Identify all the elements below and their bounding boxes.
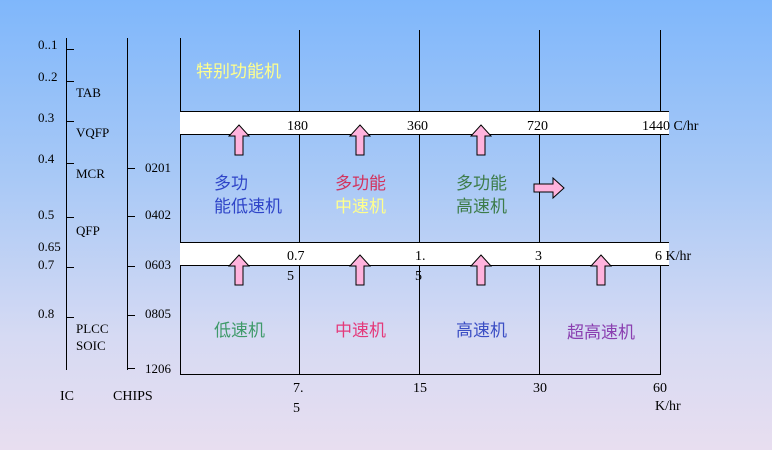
x-tick-label: 60 [653,381,667,396]
chips-tick [127,168,135,169]
chips-axis-title: CHIPS [113,389,153,404]
high-speed-label: 高速机 [456,321,507,341]
grid-line-60 [660,30,661,375]
chip-size-label: 1206 [145,361,171,376]
ic-tick [66,81,74,82]
mid-speed-label: 中速机 [335,321,386,341]
up-arrow-icon [470,124,492,156]
grid-left-line [180,38,181,375]
chips-tick [127,266,135,267]
ic-value: 0..1 [38,37,58,52]
special-function-label: 特别功能机 [196,62,281,82]
lower-band-value: 3 [535,249,542,264]
chip-size-label: 0201 [145,160,171,175]
x-axis-line [180,374,661,375]
upper-band-value: 720 [527,119,548,134]
up-arrow-icon [228,254,250,286]
up-arrow-icon [349,124,371,156]
chips-axis-line [127,38,128,370]
multi-low-speed-line1: 多功 [214,174,248,194]
package-label: QFP [76,223,100,238]
ic-tick [66,49,74,50]
multi-high-speed-line1: 多功能 [456,174,507,194]
lower-band [180,242,669,266]
multi-mid-speed-line1: 多功能 [335,174,386,194]
upper-band-value: 360 [407,119,428,134]
ultra-high-speed-label: 超高速机 [567,323,635,343]
lower-band-value: 5 [287,269,294,284]
ic-axis-title: IC [60,389,74,404]
x-axis-unit: K/hr [655,399,681,414]
ic-value: 0..2 [38,69,58,84]
lower-band-value: 5 [415,269,422,284]
up-arrow-icon [349,254,371,286]
ic-value: 0.7 [38,257,55,272]
ic-value: 0.8 [38,306,55,321]
low-speed-label: 低速机 [214,321,265,341]
package-label: VQFP [76,125,110,140]
multi-high-speed-line2: 高速机 [456,197,507,217]
upper-band [180,111,669,135]
ic-value: 0.4 [38,151,55,166]
package-label: MCR [76,166,105,181]
x-tick-label: 7. [293,381,304,396]
chips-tick [127,368,135,369]
grid-line-30 [539,30,540,375]
x-tick-label: 5 [293,401,300,416]
x-tick-label: 15 [413,381,427,396]
chips-tick [127,315,135,316]
ic-value: 0.65 [38,239,61,254]
chip-size-label: 0402 [145,207,171,222]
multi-low-speed-line2: 能低速机 [214,197,282,217]
lower-band-value: 1. [415,249,426,264]
ic-tick [66,121,74,122]
grid-line-15 [419,30,420,375]
ic-tick [66,267,74,268]
up-arrow-icon [470,254,492,286]
right-arrow-icon [533,177,565,199]
chip-size-label: 0805 [145,306,171,321]
ic-axis-line [66,38,67,370]
chip-size-label: 0603 [145,257,171,272]
grid-line-7-5 [299,30,300,375]
chips-tick [127,216,135,217]
x-tick-label: 30 [533,381,547,396]
package-label: PLCC [76,321,109,336]
upper-band-value: 180 [287,119,308,134]
lower-band-value: 6 K/hr [655,249,692,264]
package-label: TAB [76,85,101,100]
up-arrow-icon [590,254,612,286]
ic-value: 0.5 [38,207,55,222]
upper-band-value: 1440 C/hr [642,119,699,134]
lower-band-value: 0.7 [287,249,305,264]
up-arrow-icon [228,124,250,156]
ic-tick [66,217,74,218]
ic-value: 0.3 [38,110,55,125]
ic-tick [66,317,74,318]
multi-mid-speed-line2: 中速机 [335,197,386,217]
package-label: SOIC [76,338,106,353]
ic-tick [66,163,74,164]
